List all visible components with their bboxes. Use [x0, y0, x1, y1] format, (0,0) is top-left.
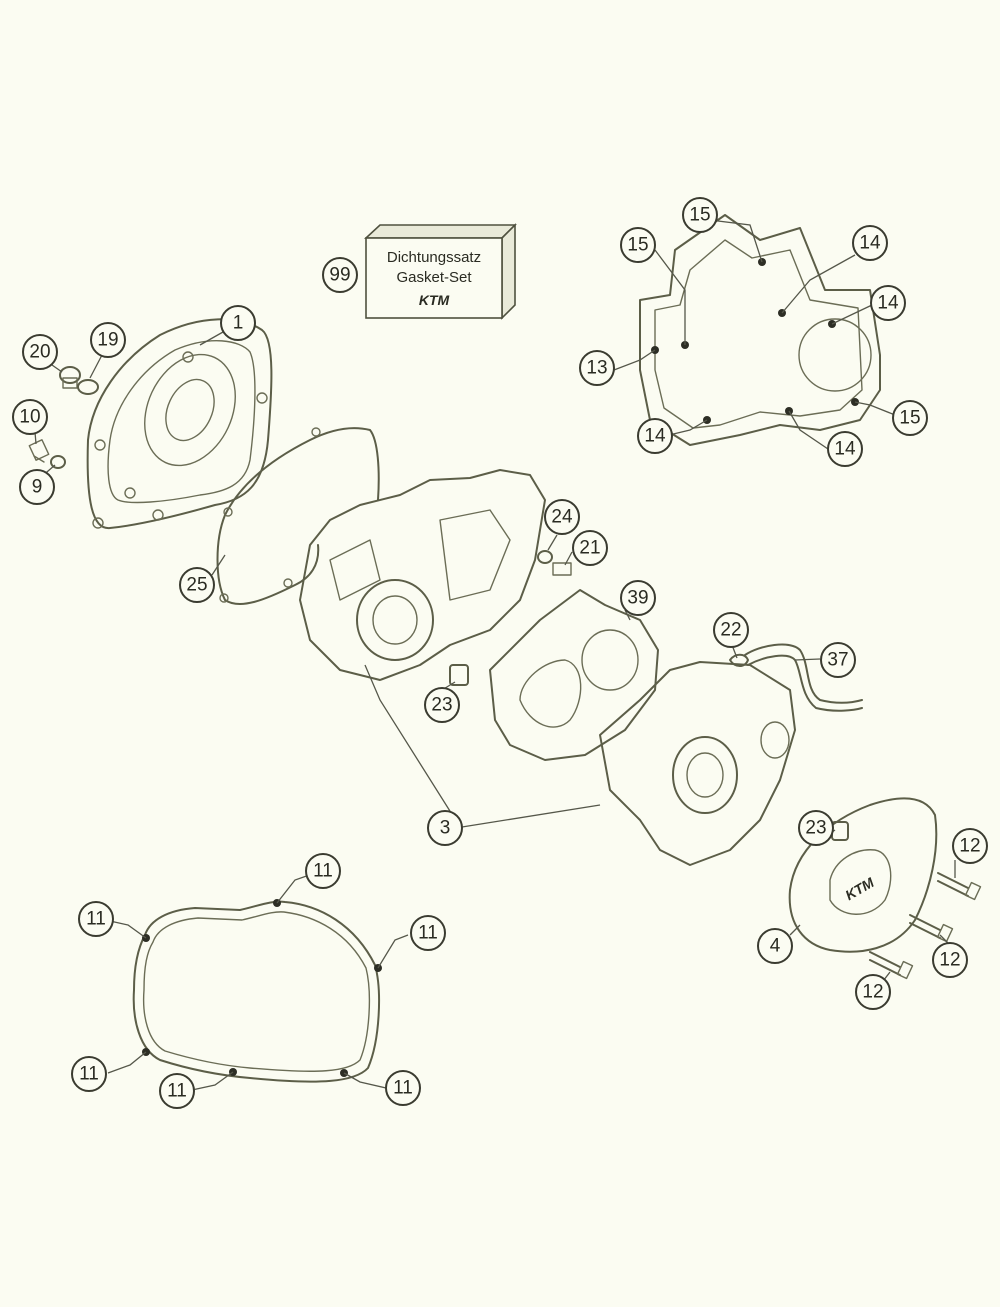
callout-21: 21 [572, 530, 608, 566]
leader-lines [34, 219, 956, 1091]
clutch-gasket-part [132, 899, 382, 1083]
svg-text:37: 37 [827, 650, 848, 671]
callout-12-bottom: 12 [855, 974, 891, 1010]
callout-14-bottom-left: 14 [637, 418, 673, 454]
svg-text:12: 12 [939, 950, 960, 971]
svg-text:23: 23 [805, 818, 826, 839]
svg-text:3: 3 [440, 818, 451, 839]
callout-14-top: 14 [852, 225, 888, 261]
svg-text:14: 14 [877, 293, 899, 314]
svg-text:20: 20 [29, 342, 50, 363]
dowel-sleeve-part [449, 664, 469, 686]
callout-15-right: 15 [892, 400, 928, 436]
callouts: 99 1 19 20 10 9 25 24 21 23 3 39 22 37 2… [12, 197, 988, 1109]
callout-12-top: 12 [952, 828, 988, 864]
gasket-box-line2: Gasket-Set [396, 269, 472, 286]
callout-14-right: 14 [870, 285, 906, 321]
crankcase-left-part [299, 469, 546, 681]
vent-hose-part [744, 643, 863, 712]
svg-text:19: 19 [97, 330, 118, 351]
washer-part [537, 550, 553, 564]
ignition-cover-brand-logo: KTM [842, 874, 877, 903]
callout-4: 4 [757, 928, 793, 964]
callout-9: 9 [19, 469, 55, 505]
svg-text:14: 14 [859, 233, 881, 254]
svg-text:21: 21 [579, 538, 600, 559]
callout-12-middle: 12 [932, 942, 968, 978]
screw-part [552, 562, 572, 576]
callout-24: 24 [544, 499, 580, 535]
callout-25: 25 [179, 567, 215, 603]
svg-text:14: 14 [644, 426, 666, 447]
svg-text:12: 12 [862, 982, 883, 1003]
callout-39: 39 [620, 580, 656, 616]
cover-screw-part [937, 872, 982, 901]
cover-screw-part [909, 914, 954, 943]
crankcase-right-part [599, 661, 796, 866]
svg-text:25: 25 [186, 575, 207, 596]
gasket-box-brand-logo: KTM [419, 292, 450, 308]
svg-text:12: 12 [959, 836, 980, 857]
svg-text:11: 11 [86, 909, 106, 930]
drain-screw-part [28, 439, 50, 463]
callout-11-upper-right: 11 [410, 915, 446, 951]
callout-15-left: 15 [620, 227, 656, 263]
svg-text:10: 10 [19, 407, 40, 428]
svg-text:39: 39 [627, 588, 648, 609]
callout-3: 3 [427, 810, 463, 846]
callout-11-upper-left: 11 [78, 901, 114, 937]
svg-text:11: 11 [313, 861, 333, 882]
seal-ring-part [77, 379, 99, 395]
callout-37: 37 [820, 642, 856, 678]
svg-text:11: 11 [418, 923, 438, 944]
callout-99: 99 [322, 257, 358, 293]
svg-text:24: 24 [551, 507, 573, 528]
callout-11-lower-left: 11 [71, 1056, 107, 1092]
callout-20: 20 [22, 334, 58, 370]
svg-text:11: 11 [167, 1081, 187, 1102]
svg-text:23: 23 [431, 695, 452, 716]
callout-23: 23 [424, 687, 460, 723]
cover-screw-part [869, 951, 914, 980]
svg-text:1: 1 [233, 313, 244, 334]
callout-11-bottom: 11 [159, 1073, 195, 1109]
callout-1: 1 [220, 305, 256, 341]
callout-11-top: 11 [305, 853, 341, 889]
hose-clip-part [729, 653, 749, 667]
svg-text:22: 22 [720, 620, 741, 641]
callout-22: 22 [713, 612, 749, 648]
svg-text:15: 15 [627, 235, 648, 256]
gasket-set-box: Dichtungssatz Gasket-Set KTM [363, 223, 517, 320]
svg-text:99: 99 [329, 265, 350, 286]
svg-text:11: 11 [79, 1064, 99, 1085]
gasket-box-line1: Dichtungssatz [387, 249, 481, 266]
ignition-cover-gasket-part [639, 214, 881, 446]
svg-text:15: 15 [689, 205, 710, 226]
callout-13: 13 [579, 350, 615, 386]
screw-plug-part [59, 366, 81, 389]
callout-23-right: 23 [798, 810, 834, 846]
svg-text:4: 4 [770, 936, 781, 957]
crankcase-gasket-part [489, 589, 659, 761]
callout-19: 19 [90, 322, 126, 358]
washer-part [50, 455, 66, 469]
svg-text:15: 15 [899, 408, 920, 429]
clutch-cover-part [86, 318, 273, 530]
svg-text:14: 14 [834, 439, 856, 460]
callout-11-lower-right: 11 [385, 1070, 421, 1106]
callout-10: 10 [12, 399, 48, 435]
svg-text:9: 9 [32, 477, 43, 498]
svg-text:13: 13 [586, 358, 607, 379]
clutch-cover-gasket-part [216, 427, 380, 605]
callout-14-bottom: 14 [827, 431, 863, 467]
ignition-cover-part: KTM [788, 797, 938, 953]
callout-15-top: 15 [682, 197, 718, 233]
svg-text:11: 11 [393, 1078, 413, 1099]
